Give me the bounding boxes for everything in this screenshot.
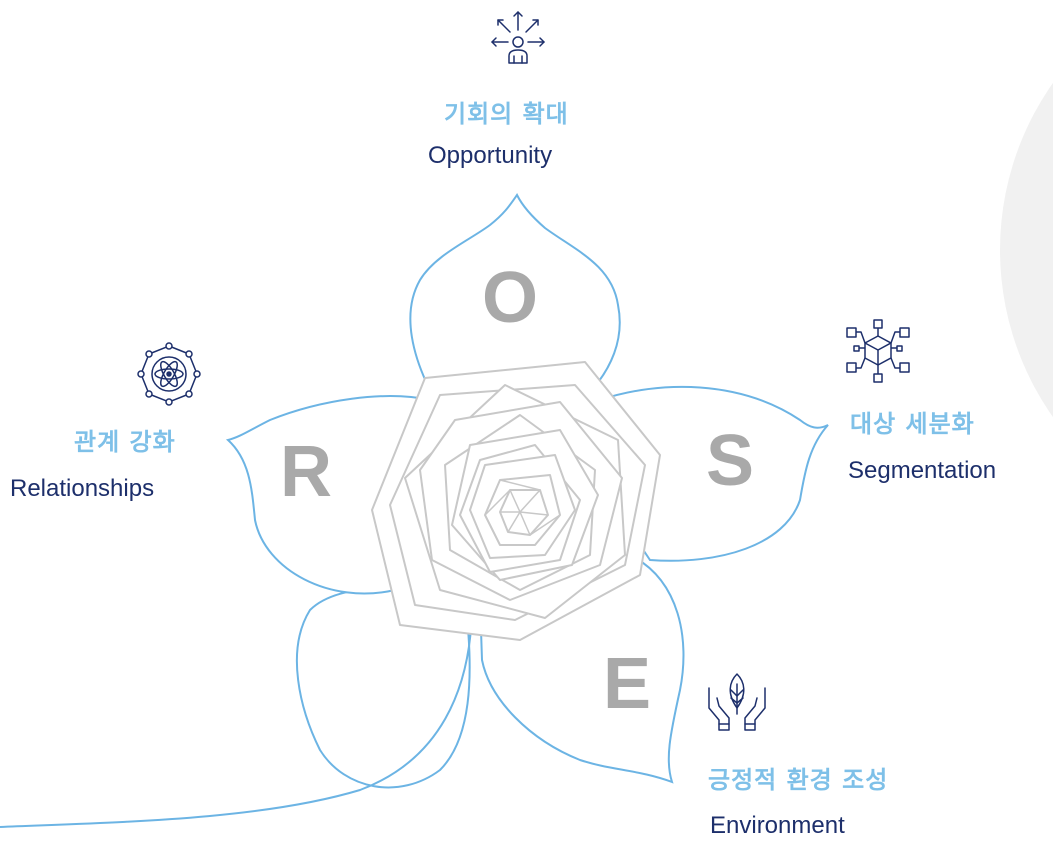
opportunity-arrows-person-icon: [491, 11, 545, 64]
letter-o: O: [482, 258, 539, 338]
opportunity-korean-label: 기회의 확대: [444, 100, 569, 128]
letter-s: S: [706, 421, 755, 501]
rose-spiral: [484, 479, 561, 536]
environment-leaf-hands-icon: [708, 673, 766, 731]
petal-s: [598, 385, 829, 562]
rose-center: [371, 361, 661, 641]
segmentation-english-label: Segmentation: [848, 457, 997, 484]
letter-r: R: [280, 432, 332, 512]
relationships-korean-label: 관계 강화: [74, 428, 176, 456]
background-circle: [1000, 82, 1053, 418]
segmentation-korean-label: 대상 세분화: [850, 410, 975, 438]
relationships-atom-network-icon: [137, 342, 201, 406]
opportunity-english-label: Opportunity: [428, 142, 553, 169]
environment-korean-label: 긍정적 환경 조성: [708, 766, 889, 794]
letter-e: E: [603, 644, 652, 724]
relationships-english-label: Relationships: [10, 475, 155, 502]
segmentation-cube-network-icon: [846, 319, 910, 383]
petal-outlines: [225, 193, 829, 789]
stem-line: [0, 609, 473, 828]
environment-english-label: Environment: [710, 812, 845, 839]
